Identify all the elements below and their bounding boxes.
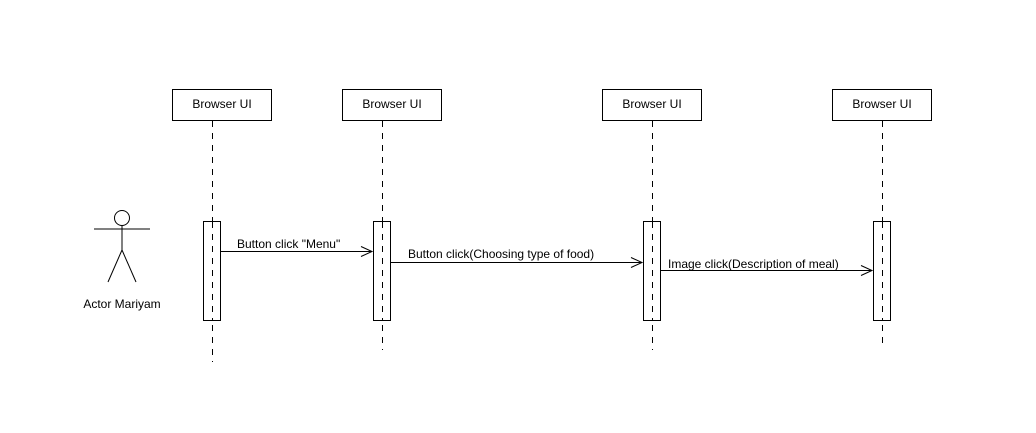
arrowhead-icon — [630, 257, 644, 268]
message-3[interactable]: Image click(Description of meal) — [661, 257, 874, 276]
message-label: Button click "Menu" — [237, 237, 340, 251]
message-2[interactable]: Button click(Choosing type of food) — [391, 247, 644, 268]
lifeline-label: Browser UI — [362, 97, 421, 111]
lifeline-header — [342, 89, 442, 121]
actor-left-leg — [107, 249, 123, 283]
actor[interactable]: Actor Mariyam — [83, 210, 161, 312]
lifeline-header — [832, 89, 932, 121]
lifeline-2[interactable]: Browser UI — [342, 89, 442, 351]
lifeline-3[interactable]: Browser UI — [602, 89, 702, 351]
actor-head — [114, 210, 130, 226]
arrowhead-icon — [860, 265, 874, 276]
message-1[interactable]: Button click "Menu" — [221, 237, 374, 257]
message-label: Image click(Description of meal) — [668, 257, 839, 271]
lifeline-4[interactable]: Browser UI — [832, 89, 932, 344]
message-label: Button click(Choosing type of food) — [408, 247, 594, 261]
lifeline-1[interactable]: Browser UI — [172, 89, 272, 363]
arrowhead-icon — [360, 246, 374, 257]
lifeline-header — [602, 89, 702, 121]
lifeline-header — [172, 89, 272, 121]
lifeline-label: Browser UI — [192, 97, 251, 111]
lifeline-label: Browser UI — [852, 97, 911, 111]
lifeline-label: Browser UI — [622, 97, 681, 111]
actor-right-leg — [121, 249, 137, 283]
actor-label: Actor Mariyam — [83, 297, 160, 311]
